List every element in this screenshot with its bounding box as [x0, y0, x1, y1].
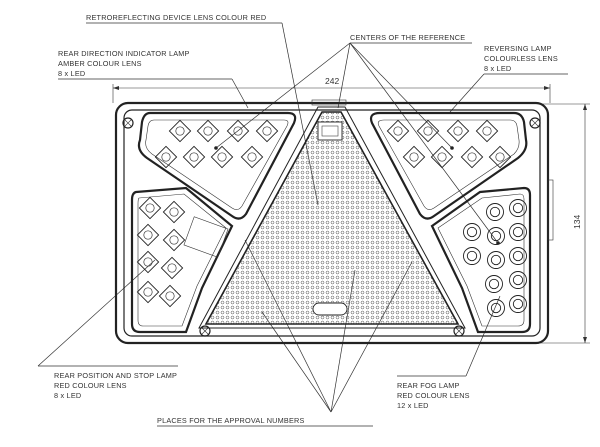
led-cell	[509, 247, 527, 265]
label-position-line1: REAR POSITION AND STOP LAMP	[54, 371, 177, 380]
dimension-width: 242	[112, 76, 551, 103]
leader-lines	[37, 22, 568, 427]
led-cell	[386, 119, 410, 143]
led-cell	[154, 145, 178, 169]
led-cell	[138, 196, 162, 220]
led-cell	[485, 275, 503, 293]
label-reversing-line3: 8 x LED	[484, 64, 511, 73]
label-fog-line1: REAR FOG LAMP	[397, 381, 460, 390]
label-centers-reference: CENTERS OF THE REFERENCE	[350, 33, 465, 42]
led-cell	[402, 145, 426, 169]
led-cell	[160, 256, 184, 280]
position-led-grid	[136, 196, 186, 308]
dimension-height: 134	[540, 103, 590, 344]
led-cell	[240, 145, 264, 169]
direction-led-grid	[154, 119, 279, 169]
mounting-screws	[122, 117, 541, 337]
led-cell	[168, 119, 192, 143]
led-cell	[487, 299, 505, 317]
label-fog-line3: 12 x LED	[397, 401, 429, 410]
label-position-line3: 8 x LED	[54, 391, 81, 400]
led-cell	[509, 223, 527, 241]
reference-centers	[214, 146, 500, 245]
direction-indicator-lamp	[137, 111, 297, 220]
label-fog-line2: RED COLOUR LENS	[397, 391, 470, 400]
fog-lamp	[430, 186, 532, 334]
led-cell	[486, 203, 504, 221]
led-cell	[226, 119, 250, 143]
led-cell	[136, 280, 160, 304]
led-cell	[182, 145, 206, 169]
led-cell	[463, 223, 481, 241]
led-cell	[446, 119, 470, 143]
height-value: 134	[572, 215, 582, 229]
label-reversing-line1: REVERSING LAMP	[484, 44, 552, 53]
led-cell	[136, 223, 160, 247]
led-cell	[430, 145, 454, 169]
label-reversing-line2: COLOURLESS LENS	[484, 54, 558, 63]
led-cell	[509, 271, 527, 289]
led-cell	[162, 200, 186, 224]
led-cell	[162, 228, 186, 252]
reversing-lamp	[369, 111, 528, 220]
led-cell	[488, 145, 512, 169]
led-cell	[463, 247, 481, 265]
label-direction-line1: REAR DIRECTION INDICATOR LAMP	[58, 49, 190, 58]
width-value: 242	[325, 76, 339, 86]
led-cell	[158, 284, 182, 308]
reversing-led-grid	[386, 119, 512, 169]
label-retroreflecting: RETROREFLECTING DEVICE LENS COLOUR RED	[86, 13, 266, 22]
fog-led-grid	[463, 199, 527, 317]
led-cell	[509, 199, 527, 217]
retroreflector-triangle	[198, 106, 466, 329]
label-approval-places: PLACES FOR THE APPROVAL NUMBERS	[157, 416, 305, 425]
led-cell	[136, 250, 160, 274]
lamp-housing	[114, 99, 554, 345]
led-cell	[210, 145, 234, 169]
label-direction-line3: 8 x LED	[58, 69, 85, 78]
led-cell	[196, 119, 220, 143]
led-cell	[487, 227, 505, 245]
position-stop-lamp	[130, 186, 234, 334]
label-position-line2: RED COLOUR LENS	[54, 381, 127, 390]
led-cell	[255, 119, 279, 143]
led-cell	[487, 251, 505, 269]
led-cell	[509, 295, 527, 313]
label-direction-line2: AMBER COLOUR LENS	[58, 59, 142, 68]
led-cell	[416, 119, 440, 143]
led-cell	[475, 119, 499, 143]
led-cell	[460, 145, 484, 169]
